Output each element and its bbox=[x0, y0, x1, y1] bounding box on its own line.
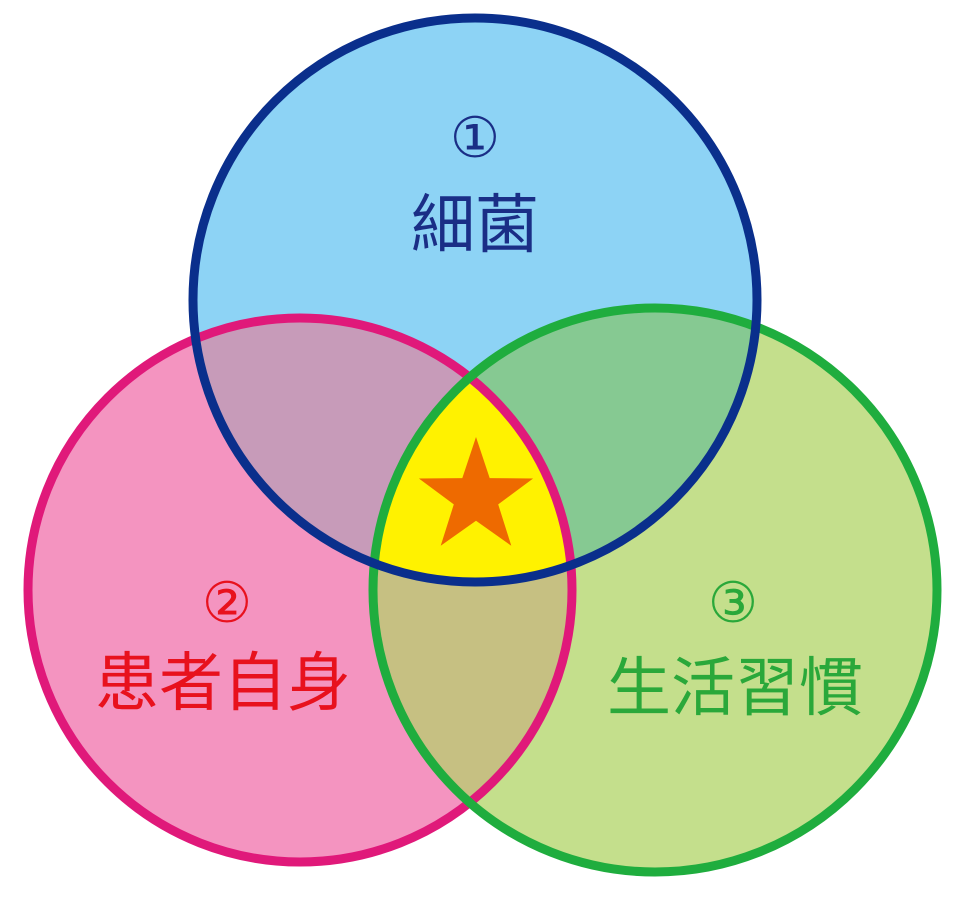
bacteria-number: ① bbox=[450, 106, 500, 171]
patient-label: 患者自身 bbox=[95, 647, 351, 721]
overlap-all-three bbox=[373, 318, 572, 582]
patient-number: ② bbox=[202, 571, 252, 636]
circle-bacteria-outline bbox=[188, 13, 762, 587]
star-icon bbox=[418, 437, 534, 546]
circle-patient-outline bbox=[23, 313, 577, 867]
lifestyle-number: ③ bbox=[708, 571, 758, 636]
circle-lifestyle-outline bbox=[368, 303, 942, 877]
lifestyle-label: 生活習慣 bbox=[607, 652, 863, 726]
bacteria-label: 細菌 bbox=[411, 189, 539, 263]
